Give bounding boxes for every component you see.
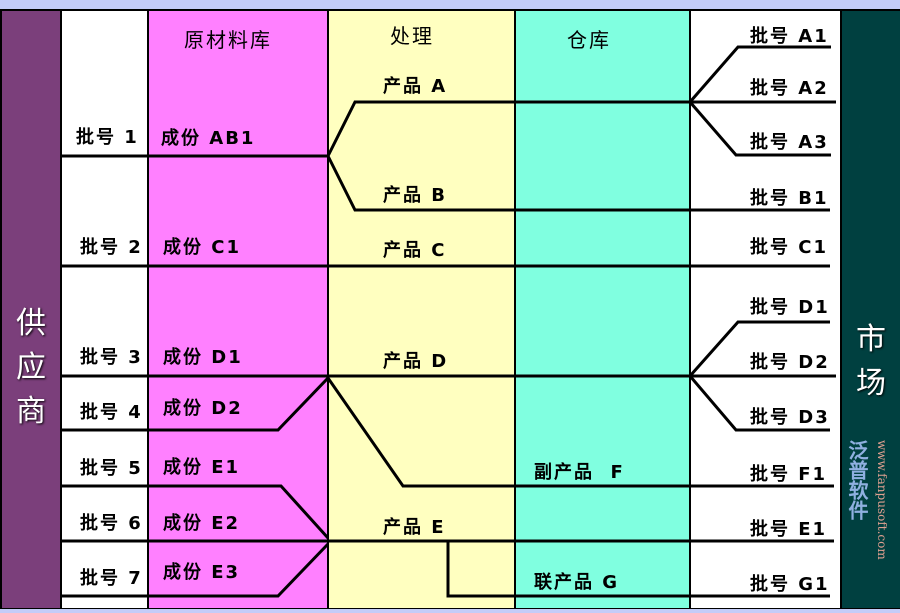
- watermark-url: www.fanpusoft.com: [875, 440, 889, 560]
- component: 成份 D1: [163, 347, 243, 368]
- supplier-column: [2, 11, 60, 608]
- raw-material-column: [149, 11, 327, 608]
- batch-out: 批号 D2: [750, 352, 830, 373]
- watermark-name: 泛普软件: [845, 440, 869, 520]
- line-batch5: [62, 484, 330, 540]
- batch-out: 批号 C1: [750, 237, 829, 258]
- header-raw-material: 原材料库: [184, 28, 272, 52]
- product: 产品 D: [383, 351, 449, 372]
- batch-out: 批号 G1: [750, 574, 830, 595]
- line-batch7: [62, 542, 330, 598]
- line-batch4: [62, 376, 330, 432]
- batch-out: 批号 D1: [750, 297, 830, 318]
- line-a1: [688, 45, 831, 103]
- component: 成份 D2: [163, 398, 243, 419]
- component: 成份 AB1: [161, 128, 256, 149]
- line-coproduct-g: [446, 541, 830, 598]
- warehouse-column: [516, 11, 689, 608]
- product: 产品 C: [383, 240, 447, 261]
- component: 成份 E2: [163, 513, 241, 534]
- batch-out: 批号 A3: [750, 132, 829, 153]
- batch-in-column: [62, 11, 147, 608]
- batch-in: 批号 3: [80, 347, 143, 368]
- batch-in: 批号 2: [80, 237, 143, 258]
- warehouse-item: 副产品 F: [534, 462, 625, 483]
- component: 成份 E1: [163, 457, 241, 478]
- batch-out: 批号 D3: [750, 407, 830, 428]
- batch-out: 批号 A1: [750, 26, 829, 47]
- batch-out-column: [691, 11, 840, 608]
- batch-out: 批号 A2: [750, 78, 829, 99]
- product: 产品 E: [383, 517, 446, 538]
- batch-in: 批号 6: [80, 513, 143, 534]
- process-column: [329, 11, 514, 608]
- component: 成份 E3: [163, 562, 241, 583]
- batch-in: 批号 4: [80, 402, 143, 423]
- line-d3: [688, 375, 830, 432]
- batch-in: 批号 5: [80, 458, 143, 479]
- market-label: 市场: [856, 322, 886, 401]
- product: 产品 A: [383, 76, 448, 97]
- batch-out: 批号 E1: [750, 519, 828, 540]
- line-d1: [688, 320, 830, 377]
- batch-out: 批号 B1: [750, 188, 829, 209]
- market-column: [842, 11, 900, 608]
- product: 产品 B: [383, 185, 447, 206]
- line-product-a: [326, 100, 690, 157]
- component: 成份 C1: [163, 237, 242, 258]
- line-byproduct-f: [326, 377, 834, 488]
- supplier-label: 供应商: [16, 306, 46, 429]
- batch-out: 批号 F1: [750, 464, 828, 485]
- batch-in: 批号 1: [76, 127, 139, 148]
- line-product-b: [326, 155, 830, 212]
- header-process: 处理: [390, 24, 434, 48]
- batch-in: 批号 7: [80, 568, 143, 589]
- warehouse-item: 联产品 G: [534, 572, 620, 593]
- header-warehouse: 仓库: [567, 28, 611, 52]
- line-a3: [688, 101, 831, 157]
